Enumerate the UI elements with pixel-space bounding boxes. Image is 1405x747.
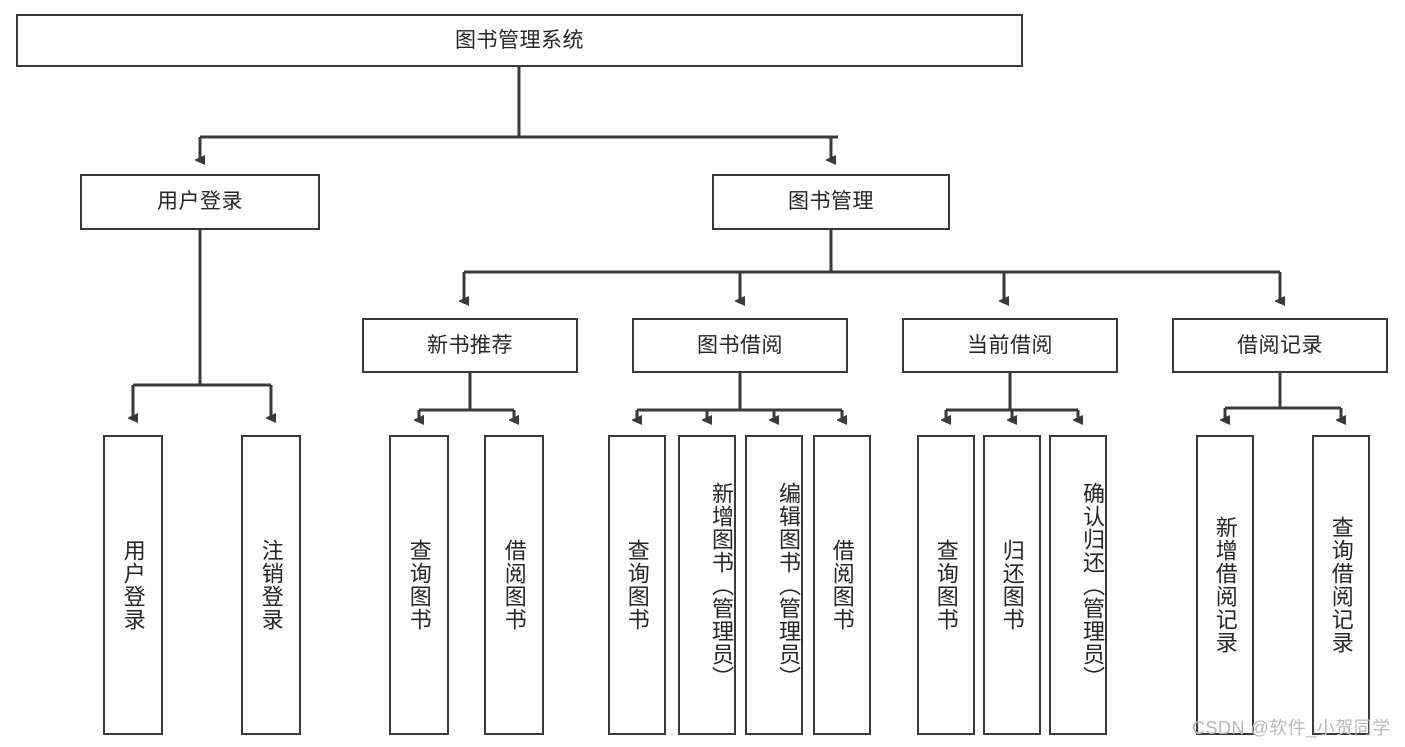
- node-leaf-add-borrow-record[interactable]: 新增借阅记录: [1196, 435, 1254, 735]
- node-borrow-record[interactable]: 借阅记录: [1172, 318, 1388, 373]
- node-leaf-user-logout[interactable]: 注销登录: [241, 435, 301, 735]
- node-leaf-query-book-borrow[interactable]: 查询图书: [608, 435, 666, 735]
- node-leaf-query-borrow-record[interactable]: 查询借阅记录: [1312, 435, 1370, 735]
- node-leaf-return-book[interactable]: 归还图书: [983, 435, 1041, 735]
- node-leaf-query-book-borrow-label: 查询图书: [624, 539, 650, 631]
- node-leaf-borrow-book[interactable]: 借阅图书: [813, 435, 871, 735]
- node-current-borrow[interactable]: 当前借阅: [902, 318, 1118, 373]
- node-leaf-add-borrow-record-label: 新增借阅记录: [1212, 516, 1238, 654]
- node-leaf-borrow-book-recommend-label: 借阅图书: [501, 539, 527, 631]
- node-leaf-user-logout-label: 注销登录: [258, 539, 284, 631]
- node-root-label: 图书管理系统: [455, 28, 584, 52]
- node-leaf-borrow-book-recommend[interactable]: 借阅图书: [484, 435, 544, 735]
- csdn-watermark: CSDN @软件_小贺同学: [1192, 718, 1391, 738]
- node-leaf-confirm-return-label: 确认归还（管理员）: [1080, 481, 1105, 689]
- node-new-book-recommend-label: 新书推荐: [427, 333, 513, 357]
- node-leaf-query-book-recommend[interactable]: 查询图书: [389, 435, 449, 735]
- node-book-management[interactable]: 图书管理: [712, 174, 950, 230]
- node-leaf-add-book-label: 新增图书（管理员）: [709, 481, 734, 689]
- node-current-borrow-label: 当前借阅: [967, 333, 1053, 357]
- node-leaf-query-book-current-label: 查询图书: [933, 539, 959, 631]
- node-leaf-query-borrow-record-label: 查询借阅记录: [1328, 516, 1354, 654]
- node-leaf-confirm-return[interactable]: 确认归还（管理员）: [1049, 435, 1107, 735]
- node-leaf-user-login-label: 用户登录: [120, 539, 146, 631]
- node-user-login[interactable]: 用户登录: [80, 174, 320, 230]
- node-leaf-add-book[interactable]: 新增图书（管理员）: [678, 435, 736, 735]
- node-leaf-edit-book-label: 编辑图书（管理员）: [776, 481, 801, 689]
- node-leaf-edit-book[interactable]: 编辑图书（管理员）: [745, 435, 803, 735]
- node-new-book-recommend[interactable]: 新书推荐: [362, 318, 578, 373]
- node-root[interactable]: 图书管理系统: [16, 14, 1023, 67]
- node-borrow-record-label: 借阅记录: [1237, 333, 1323, 357]
- node-user-login-label: 用户登录: [157, 190, 243, 214]
- node-leaf-user-login[interactable]: 用户登录: [103, 435, 163, 735]
- node-book-borrow-label: 图书借阅: [697, 333, 783, 357]
- node-leaf-borrow-book-label: 借阅图书: [829, 539, 855, 631]
- node-book-borrow[interactable]: 图书借阅: [632, 318, 848, 373]
- node-leaf-query-book-recommend-label: 查询图书: [406, 539, 432, 631]
- node-leaf-query-book-current[interactable]: 查询图书: [917, 435, 975, 735]
- node-leaf-return-book-label: 归还图书: [999, 539, 1025, 631]
- node-book-management-label: 图书管理: [788, 190, 874, 214]
